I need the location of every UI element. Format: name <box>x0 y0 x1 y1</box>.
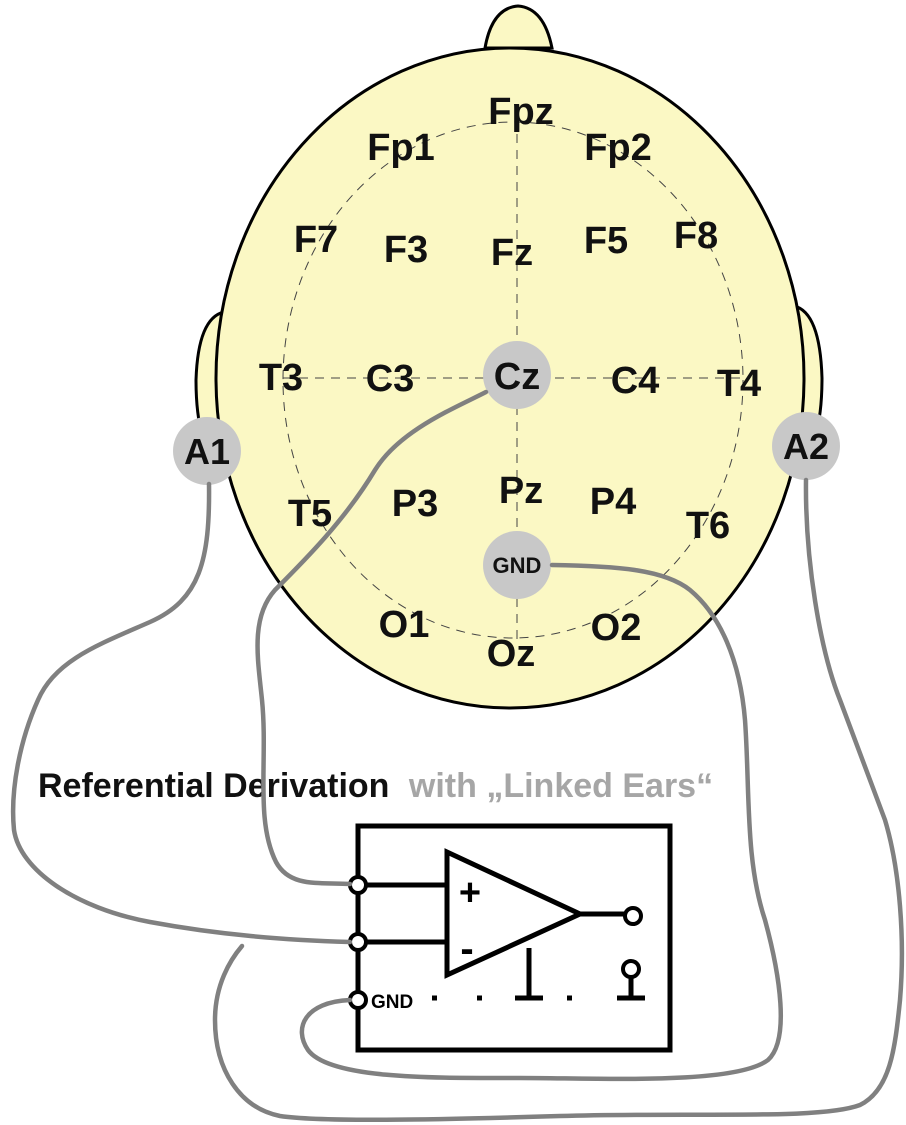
amplifier-box <box>355 823 673 1053</box>
title-main: Referential Derivation <box>38 767 389 805</box>
electrode-fp2: Fp2 <box>584 127 652 169</box>
electrode-f3: F3 <box>384 229 428 271</box>
electrode-fpz: Fpz <box>488 91 553 133</box>
wires <box>10 389 905 1123</box>
electrode-f8: F8 <box>674 215 718 257</box>
nose <box>483 4 554 50</box>
electrode-cz: Cz <box>494 356 540 398</box>
minus-input-terminal <box>348 932 368 952</box>
electrode-c4: C4 <box>611 360 660 402</box>
a2-electrode <box>772 412 840 480</box>
title-sub: with „Linked Ears“ <box>408 767 713 805</box>
wire-cz-to-plus <box>255 389 489 887</box>
electrode-p4: P4 <box>590 481 636 523</box>
electrode-t6: T6 <box>686 505 730 547</box>
diagram-title: Referential Derivation with „Linked Ears… <box>38 767 713 805</box>
electrode-fp1: Fp1 <box>367 127 435 169</box>
electrode-fz: Fz <box>491 232 533 274</box>
electrode-gnd: GND <box>493 553 542 578</box>
gnd-input-terminal <box>348 990 368 1010</box>
output-terminal <box>623 906 643 926</box>
electrode-t3: T3 <box>259 357 303 399</box>
plus-input-terminal <box>348 875 368 895</box>
electrode-o2: O2 <box>591 607 642 649</box>
electrode-p3: P3 <box>392 483 438 525</box>
amp-gnd-label: GND <box>371 992 413 1013</box>
cz-electrode <box>483 341 551 409</box>
gnd-electrode <box>483 531 551 599</box>
electrode-a1: A1 <box>184 431 230 472</box>
wire-a2-to-minus <box>212 477 905 1123</box>
output-ground-terminal <box>621 959 641 979</box>
electrode-a2: A2 <box>783 426 829 467</box>
electrode-f5: F5 <box>584 220 628 262</box>
electrode-o1: O1 <box>379 604 430 646</box>
electrode-f7: F7 <box>294 219 338 261</box>
plus-sign: + <box>459 872 481 914</box>
wire-a1-to-minus <box>10 481 353 945</box>
minus-sign: - <box>460 927 473 971</box>
op-amp-triangle <box>444 848 586 979</box>
guide-circle <box>282 121 744 639</box>
wire-gnd-to-gnd <box>299 562 783 1082</box>
electrode-pz: Pz <box>499 470 543 512</box>
electrode-oz: Oz <box>487 633 536 675</box>
a1-electrode <box>173 417 241 485</box>
electrode-t5: T5 <box>288 493 332 535</box>
electrode-c3: C3 <box>366 358 415 400</box>
electrode-t4: T4 <box>717 363 761 405</box>
